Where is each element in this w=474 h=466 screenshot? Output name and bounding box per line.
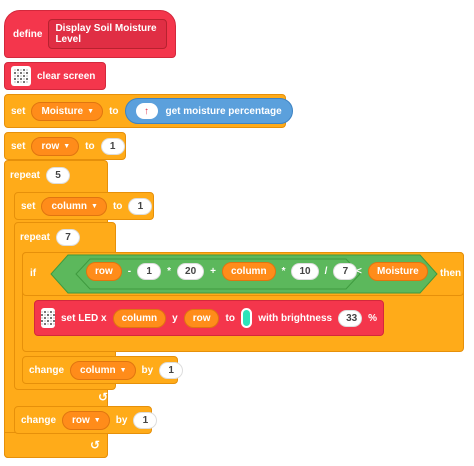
set-keyword: set [21, 200, 36, 212]
row-value-input[interactable]: 1 [100, 137, 125, 155]
define-block[interactable]: define Display Soil Moisture Level [4, 10, 176, 58]
by-keyword: by [115, 414, 128, 426]
chevron-down-icon: ▼ [63, 142, 71, 150]
clear-screen-block[interactable]: clear screen [4, 62, 106, 90]
loop-arrow-icon: ↺ [90, 438, 101, 452]
led-matrix-icon [11, 66, 31, 86]
moisture-variable-dropdown[interactable]: Moisture ▼ [31, 101, 104, 121]
clear-screen-label: clear screen [37, 70, 96, 82]
chevron-down-icon: ▼ [91, 202, 98, 210]
chevron-down-icon: ▼ [87, 107, 95, 115]
change-row-block[interactable]: change row ▼ by 1 [14, 406, 158, 434]
with-brightness-label: with brightness [258, 312, 333, 324]
y-label: y [172, 312, 178, 324]
get-moisture-reporter[interactable]: ↑ get moisture percentage [124, 98, 293, 124]
led-y-row-reporter[interactable]: row [183, 308, 220, 328]
led-x-column-reporter[interactable]: column [112, 308, 167, 328]
multiply-operand-input[interactable]: 10 [291, 263, 319, 280]
repeat-outer-bottom [4, 432, 108, 458]
set-led-block[interactable]: set LED x column y row to with brightnes… [34, 300, 384, 336]
set-column-block[interactable]: set column ▼ to 1 [14, 192, 154, 220]
change-row-value-input[interactable]: 1 [133, 411, 158, 429]
repeat-inner-header[interactable]: repeat 7 [20, 226, 81, 248]
brightness-input[interactable]: 33 [338, 309, 363, 327]
repeat-keyword: repeat [10, 169, 41, 181]
change-column-value-input[interactable]: 1 [159, 361, 184, 379]
set-keyword: set [11, 105, 26, 117]
column-variable-dropdown[interactable]: column ▼ [70, 360, 136, 380]
get-moisture-label: get moisture percentage [165, 105, 282, 117]
percent-sign: % [368, 312, 377, 324]
set-keyword: set [11, 140, 26, 152]
less-than-sign: < [356, 266, 362, 277]
set-moisture-block[interactable]: set Moisture ▼ to ↑ get moisture percent… [4, 94, 293, 128]
set-led-label: set LED x [61, 312, 107, 324]
change-column-block[interactable]: change column ▼ by 1 [22, 356, 184, 384]
repeat-outer-count-input[interactable]: 5 [46, 166, 71, 184]
loop-arrow-icon: ↺ [98, 390, 109, 404]
repeat-keyword: repeat [20, 231, 51, 243]
divide-sign: / [324, 266, 328, 277]
plus-sign: + [210, 266, 216, 277]
led-matrix-icon [41, 308, 55, 328]
change-keyword: change [29, 364, 65, 376]
to-keyword: to [109, 105, 119, 117]
to-keyword: to [225, 312, 235, 324]
dropdown-label: row [41, 140, 60, 152]
column-reporter[interactable]: column [222, 262, 276, 281]
repeat-outer-header[interactable]: repeat 5 [10, 164, 71, 186]
minus-sign: - [127, 266, 132, 277]
multiply-sign: * [281, 266, 286, 277]
led-color-picker[interactable] [240, 308, 253, 328]
to-keyword: to [112, 200, 123, 212]
change-keyword: change [21, 414, 57, 426]
divide-operand-input[interactable]: 7 [333, 263, 358, 280]
define-keyword: define [13, 28, 43, 40]
if-keyword: if [30, 268, 37, 279]
dropdown-label: column [80, 364, 116, 376]
multiply-operand-input[interactable]: 20 [177, 263, 205, 280]
dropdown-label: Moisture [41, 105, 84, 117]
column-value-input[interactable]: 1 [128, 197, 153, 215]
row-variable-dropdown[interactable]: row ▼ [31, 136, 80, 156]
repeat-inner-count-input[interactable]: 7 [56, 228, 81, 246]
procedure-name: Display Soil Moisture Level [48, 19, 167, 49]
dropdown-label: row [72, 414, 90, 426]
dropdown-label: column [51, 200, 88, 212]
row-reporter[interactable]: row [86, 262, 122, 281]
then-keyword: then [440, 268, 462, 279]
by-keyword: by [141, 364, 154, 376]
column-variable-dropdown[interactable]: column ▼ [41, 196, 107, 216]
set-row-block[interactable]: set row ▼ to 1 [4, 132, 126, 160]
moisture-reporter[interactable]: Moisture [368, 262, 428, 281]
minus-operand-input[interactable]: 1 [137, 263, 162, 280]
row-variable-dropdown[interactable]: row ▼ [62, 410, 110, 430]
chevron-down-icon: ▼ [93, 416, 101, 424]
chevron-down-icon: ▼ [119, 366, 127, 374]
condition-expression: row - 1 * 20 + column * 10 / 7 [86, 262, 358, 281]
multiply-sign: * [167, 266, 172, 277]
to-keyword: to [85, 140, 95, 152]
cloud-upload-icon: ↑ [135, 103, 158, 119]
